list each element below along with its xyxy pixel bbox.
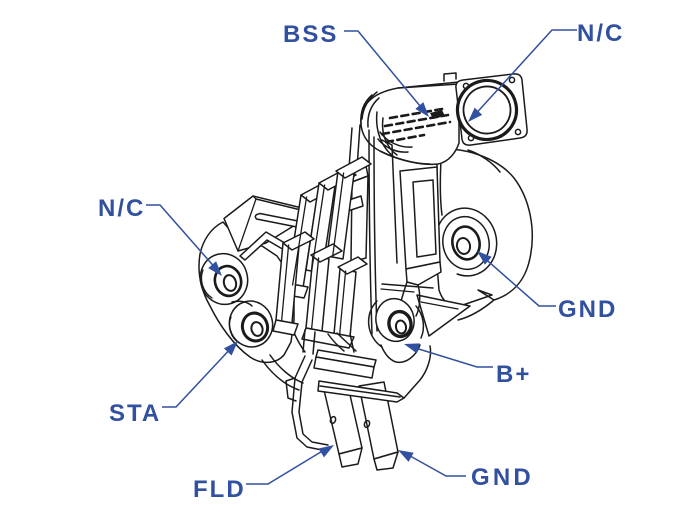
- svg-text:STA: STA: [109, 400, 161, 427]
- svg-text:GND: GND: [558, 296, 617, 323]
- svg-text:N/C: N/C: [98, 195, 145, 222]
- svg-text:BSS: BSS: [283, 21, 338, 48]
- svg-text:GND: GND: [471, 464, 534, 491]
- svg-text:N/C: N/C: [577, 20, 624, 47]
- svg-text:FLD: FLD: [193, 476, 246, 503]
- svg-text:B+: B+: [496, 361, 531, 388]
